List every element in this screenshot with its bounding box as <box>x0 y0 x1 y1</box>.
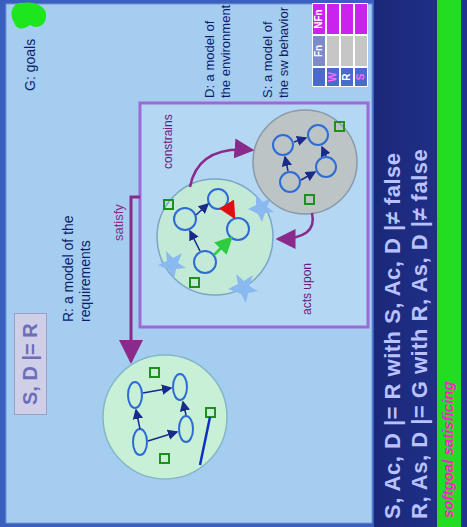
panel <box>6 4 372 523</box>
table-row-label: W <box>327 72 338 81</box>
constrains-arrow <box>190 149 252 187</box>
formula-line: S, Ac, D |= R with S, Ac, D |≠ false <box>381 152 405 519</box>
legend-table: Fn NFn W R S <box>312 3 368 87</box>
table-cell <box>326 3 340 35</box>
table-header: NFn <box>313 9 324 28</box>
model-label: D: a model of the environment <box>202 4 233 98</box>
table-cell: W <box>326 67 340 87</box>
table-cell <box>354 3 368 35</box>
satisfy-arrow <box>131 197 140 361</box>
model-label: S: a model of the sw behavior <box>260 4 291 98</box>
table-cell: NFn <box>312 3 326 35</box>
formula-line: R, As, D |= G with R, As, D |≠ false <box>408 149 432 519</box>
table-cell <box>312 67 326 87</box>
formula-band: S, Ac, D |= R with S, Ac, D |≠ falseR, A… <box>374 0 467 527</box>
relation-label: constrains <box>161 114 175 169</box>
table-row-label: R <box>341 73 352 80</box>
table-cell: Fn <box>312 35 326 67</box>
requirements-circle <box>103 355 227 479</box>
model-label: R: a model of the requirements <box>60 194 94 322</box>
table-row-label: S <box>355 74 366 81</box>
table-cell <box>354 35 368 67</box>
table-cell: S <box>354 67 368 87</box>
acts-upon-arrow <box>278 213 313 239</box>
relation-label: satisfy <box>111 204 127 241</box>
table-cell <box>340 3 354 35</box>
goal-blob <box>12 3 47 29</box>
system-frame <box>140 103 368 327</box>
table-cell <box>340 35 354 67</box>
table-cell <box>326 35 340 67</box>
table-header: Fn <box>313 45 324 57</box>
entailment-formula: S, D |= R <box>19 323 41 405</box>
formula-box: S, D |= R <box>14 313 47 415</box>
strip-caption: softgoal satisficing <box>439 381 457 518</box>
software-circle <box>253 110 357 214</box>
table-cell: R <box>340 67 354 87</box>
softgoal-strip: softgoal satisficing <box>437 0 461 527</box>
goal-label: G: goals <box>22 39 39 91</box>
environment-circle <box>157 179 274 303</box>
relation-label: acts upon <box>300 263 314 315</box>
